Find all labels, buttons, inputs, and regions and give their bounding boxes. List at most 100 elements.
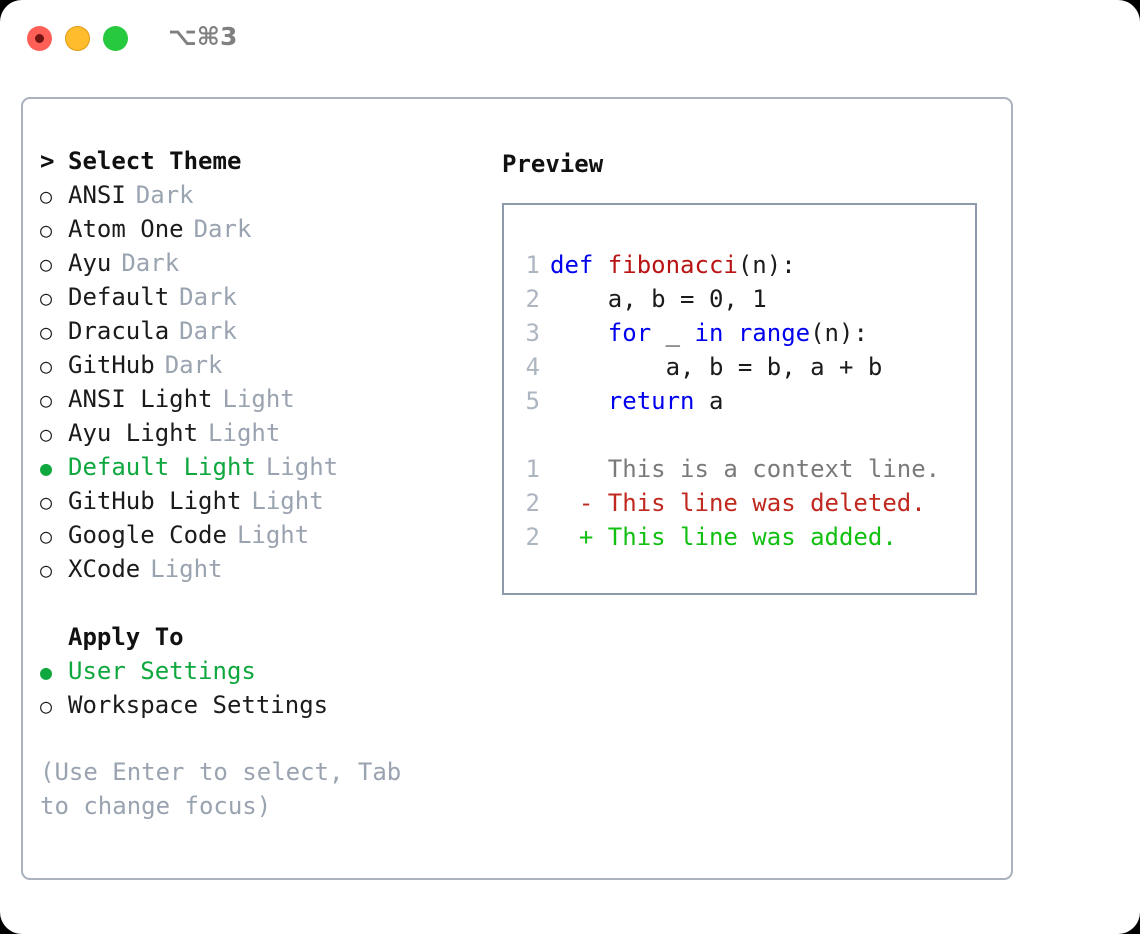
theme-name: ANSI Light	[68, 385, 213, 413]
radio-unselected-icon[interactable]: ○	[40, 558, 53, 582]
theme-variant-tag: Dark	[179, 283, 237, 311]
code-token: range	[737, 319, 811, 347]
code-token: _	[665, 319, 695, 347]
apply-to-list: ● User Settings ○ Workspace Settings	[40, 657, 490, 725]
theme-variant-tag: Dark	[135, 181, 194, 209]
theme-list-item[interactable]: ● Default Light Light	[40, 453, 490, 487]
apply-to-label: User Settings	[68, 657, 256, 685]
radio-unselected-icon[interactable]: ○	[40, 388, 53, 412]
radio-unselected-icon[interactable]: ○	[40, 218, 53, 242]
radio-unselected-icon[interactable]: ○	[40, 694, 53, 718]
theme-name: Default Light	[68, 453, 256, 481]
radio-unselected-icon[interactable]: ○	[40, 252, 53, 276]
theme-list-item[interactable]: ○ Ayu Light Light	[40, 419, 490, 453]
code-token: a	[708, 387, 724, 415]
select-theme-header-label: Select Theme	[68, 147, 242, 175]
code-line-text: for _ in range(n):	[550, 319, 868, 347]
code-token	[550, 387, 608, 415]
select-theme-header: > Select Theme	[40, 147, 490, 181]
diff-line: 1 This is a context line.	[504, 455, 975, 489]
theme-list-item[interactable]: ○ GitHub Dark	[40, 351, 490, 385]
diff-line: 2 - This line was deleted.	[504, 489, 975, 523]
apply-to-header: Apply To	[40, 623, 490, 657]
line-number: 1	[525, 251, 540, 279]
radio-unselected-icon[interactable]: ○	[40, 320, 53, 344]
theme-variant-tag: Dark	[193, 215, 252, 243]
theme-name: Ayu	[68, 249, 112, 277]
line-number: 3	[525, 319, 540, 347]
diff-line: 2 + This line was added.	[504, 523, 975, 557]
radio-unselected-icon[interactable]: ○	[40, 184, 53, 208]
theme-variant-tag: Light	[222, 385, 295, 413]
close-button-icon[interactable]	[27, 26, 52, 51]
code-line: 1 def fibonacci(n):	[504, 251, 975, 285]
code-token: for	[607, 319, 666, 347]
radio-selected-icon[interactable]: ●	[40, 660, 53, 684]
code-token: in	[694, 319, 738, 347]
radio-unselected-icon[interactable]: ○	[40, 286, 53, 310]
code-token	[550, 319, 608, 347]
apply-to-label: Workspace Settings	[68, 691, 329, 719]
code-token: def	[550, 251, 608, 279]
diff-line-text: - This line was deleted.	[550, 489, 926, 517]
theme-variant-tag: Light	[251, 487, 324, 515]
code-line-text: return a	[550, 387, 724, 415]
keyboard-hint-text: (Use Enter to select, Tab to change focu…	[40, 758, 402, 820]
theme-name: Ayu Light	[68, 419, 199, 447]
theme-list-item[interactable]: ○ ANSI Light Light	[40, 385, 490, 419]
apply-to-item[interactable]: ○ Workspace Settings	[40, 691, 490, 725]
theme-name: Default	[68, 283, 170, 311]
theme-name: XCode	[68, 555, 141, 583]
radio-unselected-icon[interactable]: ○	[40, 490, 53, 514]
radio-unselected-icon[interactable]: ○	[40, 354, 53, 378]
traffic-lights	[27, 26, 128, 51]
diff-sample: 1 This is a context line.2 - This line w…	[504, 455, 975, 557]
diff-line-text: + This line was added.	[550, 523, 897, 551]
theme-name: GitHub	[68, 351, 155, 379]
theme-list-item[interactable]: ○ Default Dark	[40, 283, 490, 317]
line-number: 2	[525, 285, 540, 313]
code-token: (n):	[737, 251, 796, 279]
code-diff-spacer	[504, 421, 975, 455]
theme-variant-tag: Light	[150, 555, 223, 583]
radio-unselected-icon[interactable]: ○	[40, 422, 53, 446]
code-token: a, b = b, a + b	[550, 353, 883, 381]
maximize-button-icon[interactable]	[103, 26, 128, 51]
theme-name: Dracula	[68, 317, 170, 345]
code-token: (n):	[810, 319, 868, 347]
line-number: 5	[525, 387, 540, 415]
theme-variant-tag: Light	[208, 419, 281, 447]
caret-icon: >	[40, 147, 55, 175]
radio-unselected-icon[interactable]: ○	[40, 524, 53, 548]
line-number: 1	[525, 455, 540, 483]
theme-name: Google Code	[68, 521, 227, 549]
line-number: 2	[525, 523, 540, 551]
keyboard-shortcut-label: ⌥⌘3	[168, 22, 238, 51]
theme-variant-tag: Light	[265, 453, 339, 481]
apply-to-item[interactable]: ● User Settings	[40, 657, 490, 691]
code-line-text: def fibonacci(n):	[550, 251, 796, 279]
minimize-button-icon[interactable]	[65, 26, 90, 51]
title-bar: ⌥⌘3	[0, 0, 1140, 78]
code-token: return	[607, 387, 709, 415]
radio-selected-icon[interactable]: ●	[40, 456, 53, 480]
diff-line-text: This is a context line.	[550, 455, 941, 483]
theme-list-item[interactable]: ○ XCode Light	[40, 555, 490, 589]
line-number: 2	[525, 489, 540, 517]
code-token: fibonacci	[607, 251, 738, 279]
code-line: 3 for _ in range(n):	[504, 319, 975, 353]
theme-variant-tag: Dark	[164, 351, 223, 379]
blank-marker	[40, 625, 68, 649]
